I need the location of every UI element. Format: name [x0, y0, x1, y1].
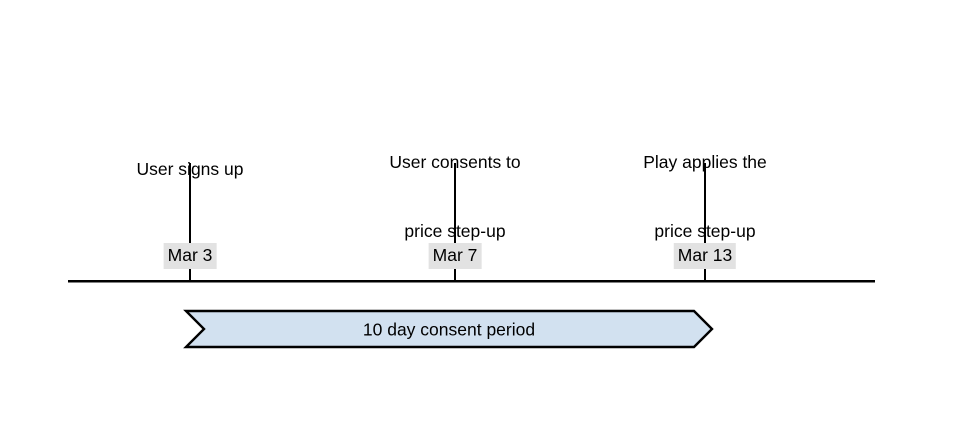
consent-period-band-shape: [183, 309, 714, 349]
event-label-apply: Play applies the price step-up: [585, 105, 825, 289]
date-chip-signup: Mar 3: [163, 243, 217, 269]
event-label-consent-line1: User consents to: [389, 152, 521, 172]
event-label-signup-line1: User signs up: [136, 159, 244, 179]
consent-period-band-label: 10 day consent period: [362, 319, 536, 340]
event-label-apply-line1: Play applies the: [643, 152, 767, 172]
date-chip-apply: Mar 13: [673, 243, 737, 269]
event-label-apply-line2: price step-up: [654, 221, 756, 241]
date-chip-consent: Mar 7: [428, 243, 482, 269]
event-label-consent: User consents to price step-up: [335, 105, 575, 289]
event-label-signup: User signs up: [70, 112, 310, 227]
event-label-consent-line2: price step-up: [404, 221, 506, 241]
